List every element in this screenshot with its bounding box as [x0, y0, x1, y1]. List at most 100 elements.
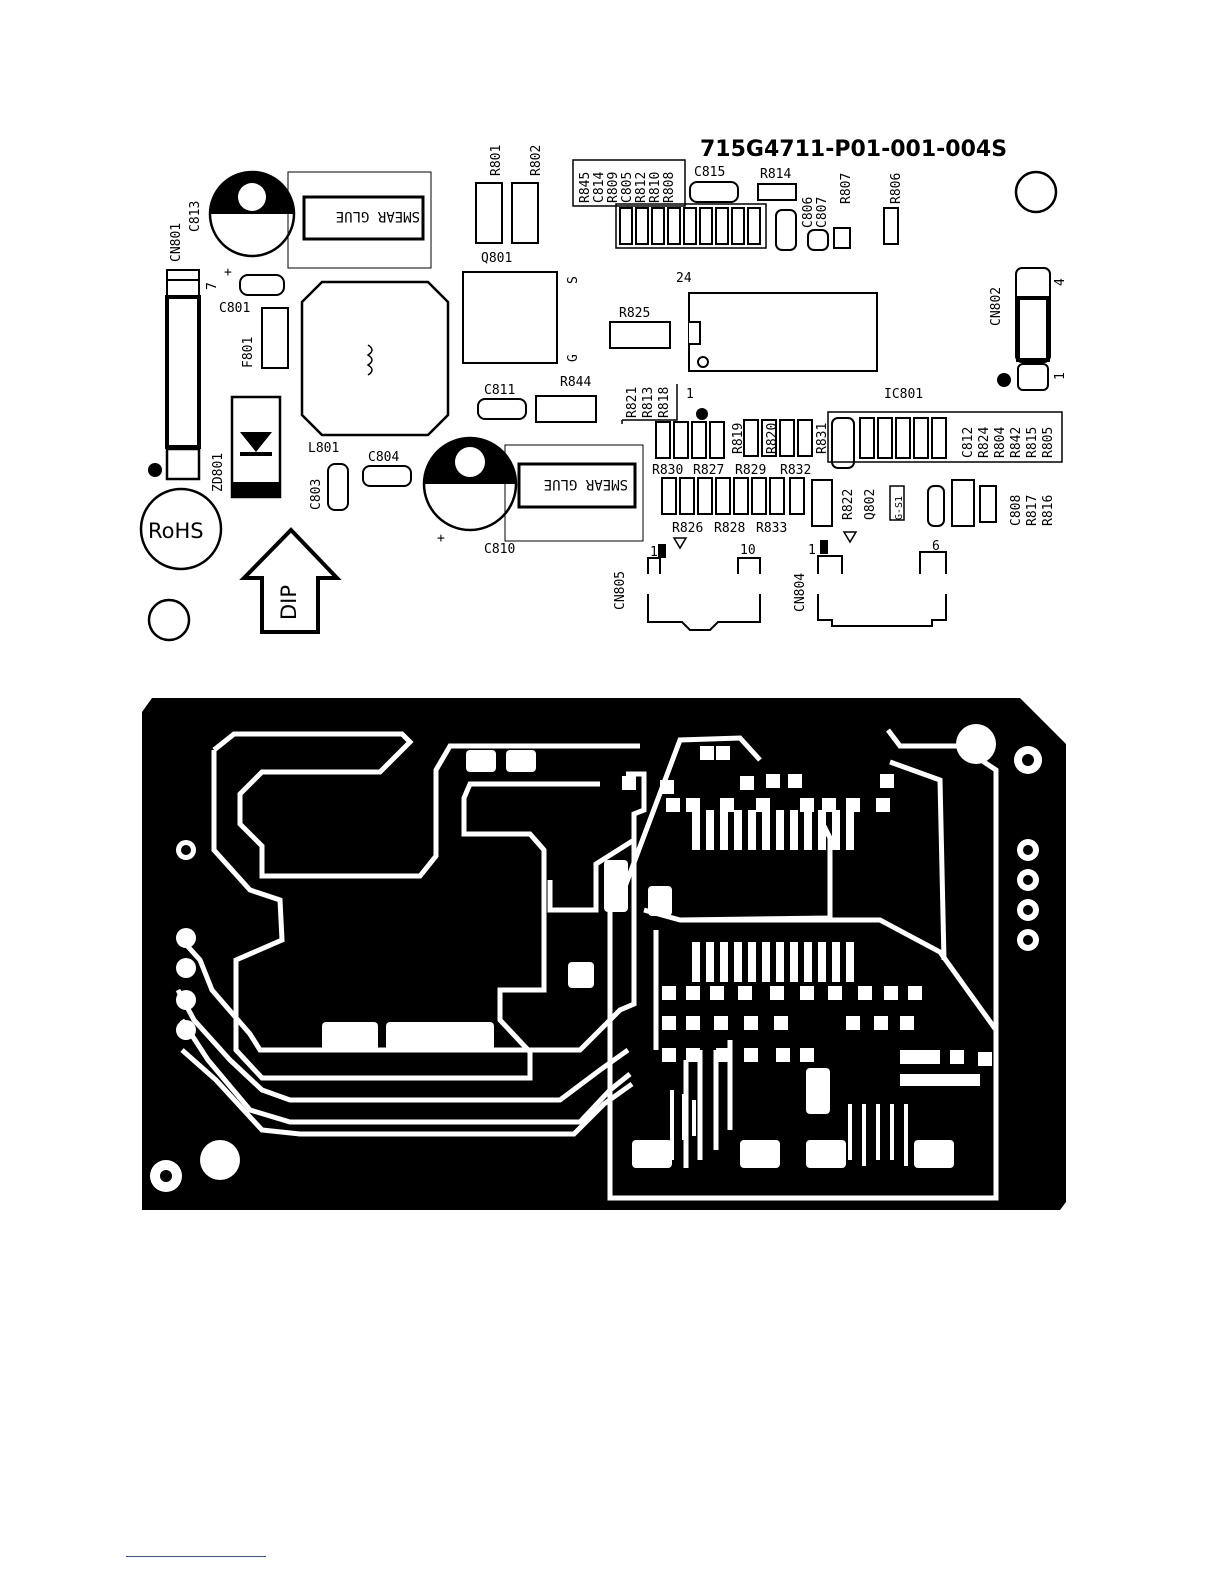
- label-r817: R817: [1025, 495, 1040, 526]
- cn804-pin6: 6: [932, 539, 940, 554]
- copper-pad-holes: [160, 754, 1034, 1182]
- cn802-connector: [1015, 267, 1051, 363]
- r814-pad: [757, 183, 797, 201]
- cn804-connector: [817, 551, 947, 627]
- smear-glue-text-2: SMEAR GLUE: [544, 476, 628, 492]
- smear-glue-label-2: [517, 462, 637, 509]
- c807-pad: [807, 229, 829, 251]
- label-q801: Q801: [481, 251, 512, 266]
- middle-resistor-pads: [655, 419, 813, 459]
- label-zd801: ZD801: [211, 453, 226, 492]
- label-r810: R810: [648, 172, 663, 203]
- label-r833: R833: [756, 521, 787, 536]
- smd-pad-rows: [322, 750, 954, 1168]
- c808-area-pad-1: [927, 485, 945, 527]
- label-r828: R828: [714, 521, 745, 536]
- label-r844: R844: [560, 375, 591, 390]
- label-r802: R802: [529, 145, 544, 176]
- top-smd-cluster: [622, 746, 894, 812]
- r844-pad: [535, 395, 597, 423]
- label-r832: R832: [780, 463, 811, 478]
- label-r816: R816: [1041, 495, 1056, 526]
- label-r829: R829: [735, 463, 766, 478]
- label-c804: C804: [368, 450, 399, 465]
- c803-pad: [327, 463, 349, 511]
- c808-area-pad-3: [979, 485, 997, 523]
- cn804-pin1: 1: [808, 543, 816, 558]
- label-r822: R822: [841, 489, 856, 520]
- q802-mark: G-S1: [894, 496, 905, 520]
- rohs-logo: [139, 487, 223, 571]
- f801-pad: [261, 307, 289, 369]
- ic801-pin24-mark: 24: [676, 271, 692, 286]
- rohs-text: RoHS: [148, 519, 204, 543]
- label-q802: Q802: [863, 489, 878, 520]
- q801-transistor: [462, 271, 558, 364]
- smear-glue-text-1: SMEAR GLUE: [336, 208, 420, 224]
- label-c805: C805: [620, 172, 635, 203]
- label-cn804: CN804: [793, 573, 808, 612]
- l801-inductor: [300, 280, 450, 437]
- r807-pad: [833, 227, 851, 249]
- r802-pad: [511, 182, 539, 244]
- cn801-pin1-pad: [165, 447, 201, 481]
- lower-smd-cluster: [662, 986, 992, 1086]
- label-ic801: IC801: [884, 387, 923, 402]
- label-r824: R824: [977, 427, 992, 458]
- ic-pin-row-bottom: [692, 942, 854, 982]
- r806-pad: [883, 207, 899, 245]
- label-cn801: CN801: [169, 223, 184, 262]
- svg-text:+: +: [437, 531, 445, 546]
- label-r827: R827: [693, 463, 724, 478]
- c811-pad: [477, 398, 527, 420]
- r801-pad: [475, 182, 503, 244]
- smear-glue-label-1: [302, 195, 425, 241]
- label-r819: R819: [731, 423, 746, 454]
- label-r812: R812: [634, 172, 649, 203]
- q801-s-mark: S: [566, 276, 581, 284]
- label-r821: R821: [625, 387, 640, 418]
- label-r826: R826: [672, 521, 703, 536]
- c808-area-pad-2: [951, 479, 975, 527]
- label-r813: R813: [641, 387, 656, 418]
- label-c807: C807: [815, 197, 830, 228]
- r825-pad: [609, 321, 671, 349]
- smear-glue-box-1: [287, 171, 432, 269]
- label-r814: R814: [760, 167, 791, 182]
- top-resistor-group-frame: [615, 203, 767, 249]
- dip-text: DIP: [277, 585, 301, 620]
- top-resistor-group-outline: [572, 159, 686, 207]
- label-r809: R809: [606, 172, 621, 203]
- cn801-pin1-dot: [148, 463, 162, 477]
- label-r845: R845: [578, 172, 593, 203]
- ic801-chip: [688, 292, 878, 372]
- lower-resistor-pads: [661, 477, 833, 527]
- label-c815: C815: [694, 165, 725, 180]
- label-r831: R831: [815, 423, 830, 454]
- copper-traces: [175, 728, 999, 1201]
- label-r807: R807: [839, 173, 854, 204]
- cn802-pin1: 1: [1053, 372, 1068, 380]
- cn801-pin7: 7: [205, 282, 220, 290]
- label-c803: C803: [309, 479, 324, 510]
- label-c801: C801: [219, 301, 250, 316]
- c813-capacitor: +: [208, 170, 296, 280]
- label-r825: R825: [619, 306, 650, 321]
- footer-link-line: [126, 1556, 266, 1557]
- label-l801: L801: [308, 441, 339, 456]
- cn805-connector: [647, 557, 761, 631]
- c804-pad: [362, 465, 412, 487]
- svg-text:+: +: [224, 265, 232, 280]
- q801-g-mark: G: [566, 354, 581, 362]
- label-c812: C812: [961, 427, 976, 458]
- top-resistor-pads: [619, 207, 761, 245]
- board-part-number: 715G4711-P01-001-004S: [700, 137, 1007, 162]
- connector-fingers: [670, 1090, 908, 1166]
- ic801-pin1-mark: 1: [686, 387, 694, 402]
- silkscreen-layer: 715G4711-P01-001-004S RoHS DIP + C813 SM…: [139, 137, 1068, 642]
- label-r818: R818: [657, 387, 672, 418]
- cn805-pin1: 1: [650, 545, 658, 560]
- c806-pad: [775, 209, 797, 251]
- right-resistor-pads: [859, 417, 947, 459]
- label-r806: R806: [889, 173, 904, 204]
